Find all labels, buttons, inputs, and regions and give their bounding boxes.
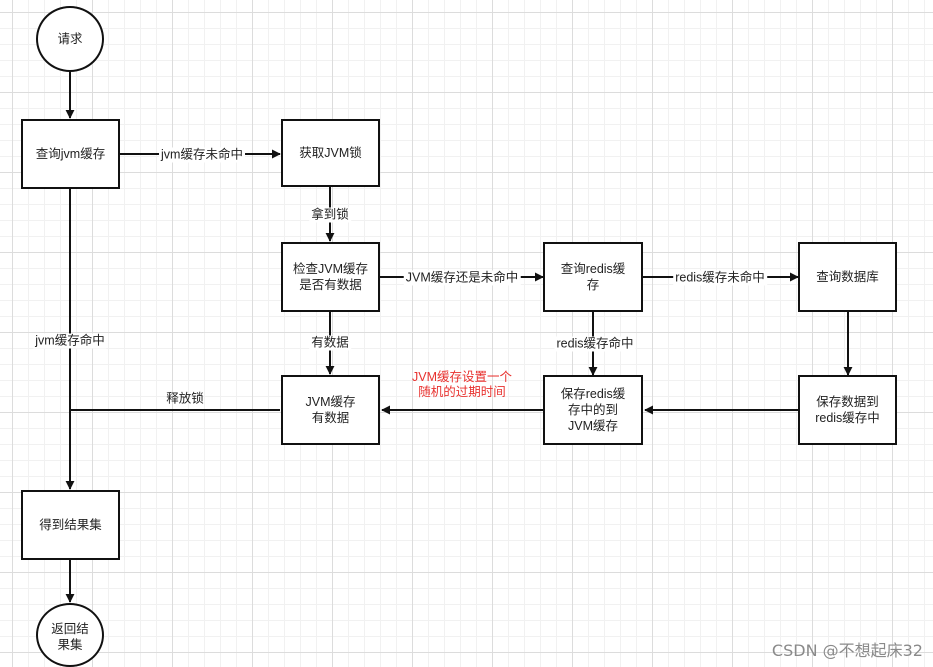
node-query-database: 查询数据库 xyxy=(798,242,897,312)
label-got-lock: 拿到锁 xyxy=(309,207,351,223)
label-jvm-cache-miss: jvm缓存未命中 xyxy=(159,147,245,163)
label-release-lock: 释放锁 xyxy=(166,391,204,406)
node-return-result-set: 返回结 果集 xyxy=(36,603,104,667)
node-acquire-jvm-lock: 获取JVM锁 xyxy=(281,119,380,187)
watermark: CSDN @不想起床32 xyxy=(771,641,923,660)
node-request: 请求 xyxy=(36,6,104,72)
note-random-expiry: JVM缓存设置一个 随机的过期时间 xyxy=(411,370,513,399)
label-has-data: 有数据 xyxy=(309,335,351,351)
label-redis-cache-hit: redis缓存命中 xyxy=(554,336,636,352)
node-query-jvm-cache: 查询jvm缓存 xyxy=(21,119,120,189)
node-query-redis-cache: 查询redis缓 存 xyxy=(543,242,643,312)
node-save-redis-to-jvm: 保存redis缓 存中的到 JVM缓存 xyxy=(543,375,643,445)
node-jvm-cache-has-data: JVM缓存 有数据 xyxy=(281,375,380,445)
label-jvm-cache-hit: jvm缓存命中 xyxy=(33,333,107,349)
node-save-data-to-redis: 保存数据到 redis缓存中 xyxy=(798,375,897,445)
node-get-result-set: 得到结果集 xyxy=(21,490,120,560)
node-check-jvm-cache: 检查JVM缓存 是否有数据 xyxy=(281,242,380,312)
label-redis-cache-miss: redis缓存未命中 xyxy=(673,270,767,286)
label-jvm-cache-still-miss: JVM缓存还是未命中 xyxy=(403,270,521,286)
